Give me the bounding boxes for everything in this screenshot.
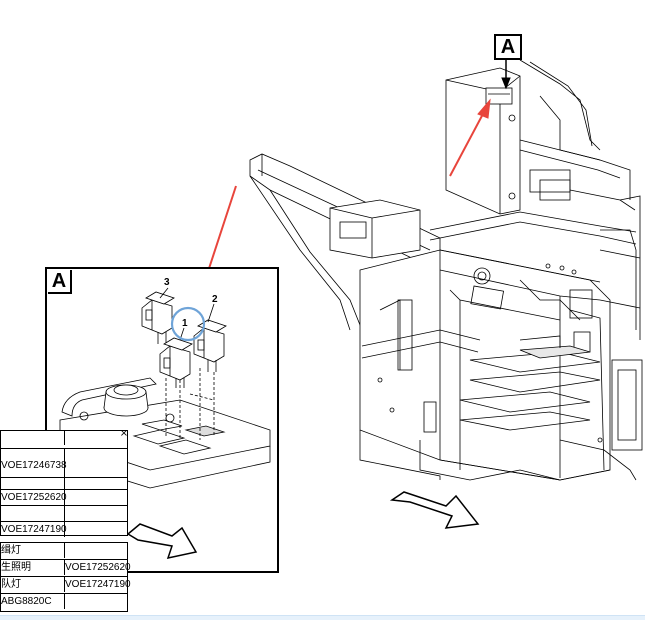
switch-number-1: 1 xyxy=(182,318,188,329)
table-cell xyxy=(1,430,65,445)
table-row: 队灯 VOE17247190 xyxy=(1,576,131,592)
table-row: VOE17246738 xyxy=(1,448,127,483)
label-leader xyxy=(501,58,511,90)
machine-frame xyxy=(249,59,643,481)
table-row: VOE17252620 xyxy=(1,489,127,505)
red-arrow-to-box xyxy=(477,98,491,119)
forward-arrow-main xyxy=(389,491,480,529)
table-cell xyxy=(1,478,65,493)
table-row xyxy=(1,430,127,445)
forward-arrow-inset xyxy=(126,523,198,560)
part-table-2: 缉灯 生照明 VOE17252620 队灯 VOE17247190 ABG882… xyxy=(0,542,131,612)
table-cell: 生照明 xyxy=(1,560,65,575)
table-cell xyxy=(65,594,127,609)
part-number-popup: VOE17246738 VOE17252620 VOE17247190 缉灯 生… xyxy=(0,430,131,612)
table-cell: VOE17247190 xyxy=(65,579,131,590)
table-row: VOE17247190 xyxy=(1,521,127,537)
table-row xyxy=(1,477,127,493)
direction-arrows xyxy=(389,491,480,529)
callout-label-main: A xyxy=(494,34,522,60)
table-cell xyxy=(65,543,127,558)
table-cell xyxy=(65,430,127,445)
table-row: ABG8820C xyxy=(1,593,127,609)
callout-label-inset: A xyxy=(48,270,72,294)
popup-close-button[interactable]: × xyxy=(119,428,129,439)
table-cell: 缉灯 xyxy=(1,543,65,558)
table-cell: VOE17247190 xyxy=(1,522,67,537)
highlight-circle xyxy=(170,306,206,342)
switch-number-3: 3 xyxy=(164,277,170,288)
table-cell: VOE17252620 xyxy=(65,562,131,573)
table-row: 生照明 VOE17252620 xyxy=(1,559,131,575)
table-cell xyxy=(1,506,65,521)
table-row: 缉灯 xyxy=(1,543,127,558)
table-cell: VOE17252620 xyxy=(1,490,67,505)
table-cell: 队灯 xyxy=(1,577,65,592)
part-table-1: VOE17246738 VOE17252620 VOE17247190 xyxy=(0,430,128,537)
table-cell xyxy=(65,522,127,537)
bottom-status-strip xyxy=(0,615,645,620)
table-cell: VOE17246738 xyxy=(1,449,67,483)
table-cell xyxy=(65,490,127,505)
table-cell xyxy=(65,506,127,521)
table-cell: ABG8820C xyxy=(1,594,65,609)
table-row xyxy=(1,505,127,521)
switch-number-2: 2 xyxy=(212,294,218,305)
